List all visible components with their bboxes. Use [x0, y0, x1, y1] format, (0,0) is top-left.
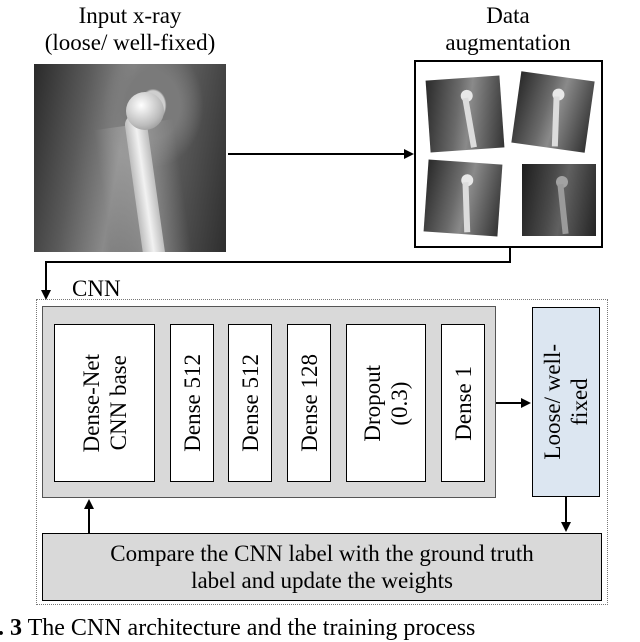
layer-dropout: Dropout (0.3)	[346, 324, 426, 482]
layer-dense-1: Dense 1	[441, 324, 485, 482]
layer-densenet-base: Dense-Net CNN base	[54, 324, 155, 482]
compare-update-box: Compare the CNN label with the ground tr…	[42, 533, 602, 601]
output-box: Loose/ well- fixed	[532, 307, 600, 497]
cnn-outer-region	[36, 299, 608, 605]
layer-dense-512-b: Dense 512	[228, 324, 272, 482]
figure-caption: g. 3 The CNN architecture and the traini…	[0, 615, 476, 641]
augmented-xray-4	[522, 164, 596, 236]
cnn-panel: Dense-Net CNN base Dense 512 Dense 512 D…	[42, 306, 496, 498]
input-xray-image	[34, 64, 226, 252]
cnn-label: CNN	[72, 276, 121, 301]
input-xray-title: Input x-ray (loose/ well-fixed)	[44, 3, 216, 55]
layer-dense-128: Dense 128	[287, 324, 331, 482]
layer-dense-512-a: Dense 512	[170, 324, 214, 482]
arrow-augmentation-to-cnn	[41, 248, 511, 300]
augmentation-box	[414, 60, 603, 248]
augmentation-title: Data augmentation	[445, 3, 571, 55]
